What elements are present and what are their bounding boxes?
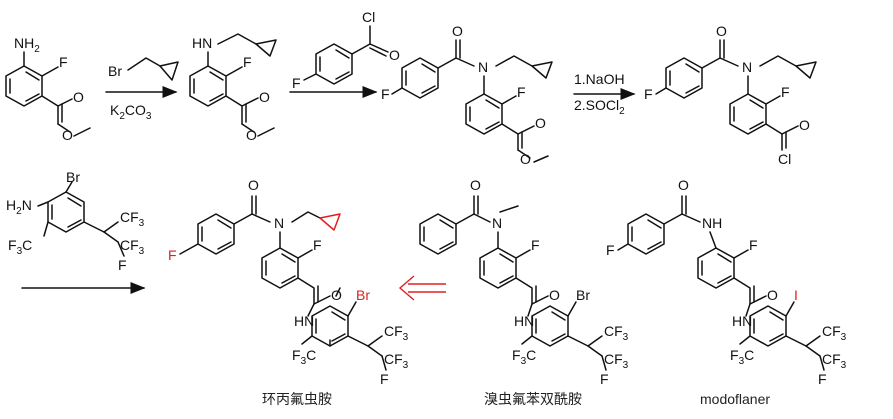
atom-f3c: F3C — [8, 237, 32, 257]
atom-nitrogen: N — [492, 215, 502, 231]
atom-bromine-highlight: Br — [356, 287, 370, 303]
reagent-socl2: 2.SOCl2 — [574, 97, 625, 117]
atom-oxygen: O — [535, 115, 546, 131]
atom-cf3: CF3 — [822, 323, 847, 343]
atom-fluorine-highlight: F — [168, 247, 177, 263]
atom-hn: HN — [294, 313, 314, 329]
atom-oxygen: O — [73, 89, 84, 105]
atom-cf3: CF3 — [604, 351, 629, 371]
atom-oxygen: O — [452, 23, 463, 39]
atom-fluorine: F — [600, 371, 609, 387]
atom-nitrogen: N — [274, 215, 284, 231]
atom-fluorine: F — [606, 242, 615, 258]
reagent-base: K2CO3 — [110, 102, 152, 122]
atom-fluorine: F — [292, 75, 301, 91]
atom-chlorine: Cl — [778, 151, 791, 167]
atom-fluorine: F — [381, 86, 390, 102]
atom-cf3: CF3 — [604, 323, 629, 343]
molecule-modoflaner — [617, 195, 825, 371]
atom-oxygen: O — [549, 287, 560, 303]
atom-oxygen: O — [716, 23, 727, 39]
atom-oxygen: O — [470, 177, 481, 193]
atom-oxygen: O — [248, 177, 259, 193]
molecule-cyclopropyl-target — [179, 195, 387, 371]
atom-fluorine: F — [644, 86, 653, 102]
atom-cf3: CF3 — [384, 323, 409, 343]
atom-fluorine: F — [59, 54, 68, 70]
atom-f3c: F3C — [292, 347, 316, 367]
atom-h2n: H2N — [6, 197, 32, 217]
atom-fluorine: F — [118, 257, 127, 273]
retrosynthesis-arrow — [398, 275, 446, 301]
molecule-bromo-aniline-reagent — [37, 181, 125, 257]
atom-oxygen: O — [799, 117, 810, 133]
atom-labels: NH2 F O O Br K2CO3 HN F O O Cl O F O N F… — [6, 9, 847, 387]
atom-cf3: CF3 — [120, 209, 145, 229]
atom-f3c: F3C — [512, 347, 536, 367]
reagent-naoh: 1.NaOH — [574, 71, 625, 87]
atom-nitrogen: N — [742, 59, 752, 75]
atom-bromine: Br — [576, 287, 590, 303]
atom-oxygen: O — [246, 127, 257, 143]
caption-compound-c: modoflaner — [700, 391, 770, 407]
atom-nh2: NH2 — [14, 35, 40, 55]
atom-fluorine: F — [517, 84, 526, 100]
atom-cf3: CF3 — [822, 351, 847, 371]
atom-oxygen: O — [259, 89, 270, 105]
atom-fluorine: F — [380, 371, 389, 387]
atom-fluorine: F — [749, 237, 758, 253]
atom-oxygen: O — [389, 47, 400, 63]
atom-fluorine: F — [818, 371, 827, 387]
atom-hn: HN — [732, 313, 752, 329]
atom-chlorine: Cl — [362, 9, 375, 25]
molecule-acid-chloride — [655, 39, 817, 151]
atom-oxygen: O — [331, 287, 342, 303]
atom-hn: HN — [514, 313, 534, 329]
atom-hn: HN — [192, 35, 212, 51]
atom-fluorine: F — [313, 237, 322, 253]
atom-bromine: Br — [66, 169, 80, 185]
atom-bromine: Br — [108, 63, 122, 79]
molecule-methyl-3-amino-2-fluorobenzoate — [5, 51, 91, 137]
atom-fluorine: F — [781, 84, 790, 100]
atom-f3c: F3C — [730, 347, 754, 367]
reagent-cyclopropylmethyl-bromide — [127, 57, 179, 81]
atom-oxygen: O — [520, 151, 531, 167]
atom-iodine-highlight: I — [794, 287, 798, 303]
atom-cf3: CF3 — [120, 237, 145, 257]
caption-compound-b: 溴虫氟苯双酰胺 — [484, 391, 582, 407]
atom-oxygen: O — [62, 127, 73, 143]
atom-cf3: CF3 — [384, 351, 409, 371]
molecule-compound-b — [419, 195, 607, 371]
atom-fluorine: F — [531, 237, 540, 253]
molecule-amide-ester — [391, 39, 553, 163]
caption-compound-a: 环丙氟虫胺 — [262, 391, 332, 407]
molecule-n-cyclopropylmethyl-ester — [189, 33, 277, 137]
atom-oxygen: O — [767, 287, 778, 303]
atom-fluorine: F — [243, 54, 252, 70]
atom-nh: NH — [702, 215, 722, 231]
atom-oxygen: O — [678, 177, 689, 193]
reagent-4-fluorobenzoyl-chloride — [303, 25, 389, 85]
atom-nitrogen: N — [478, 59, 488, 75]
